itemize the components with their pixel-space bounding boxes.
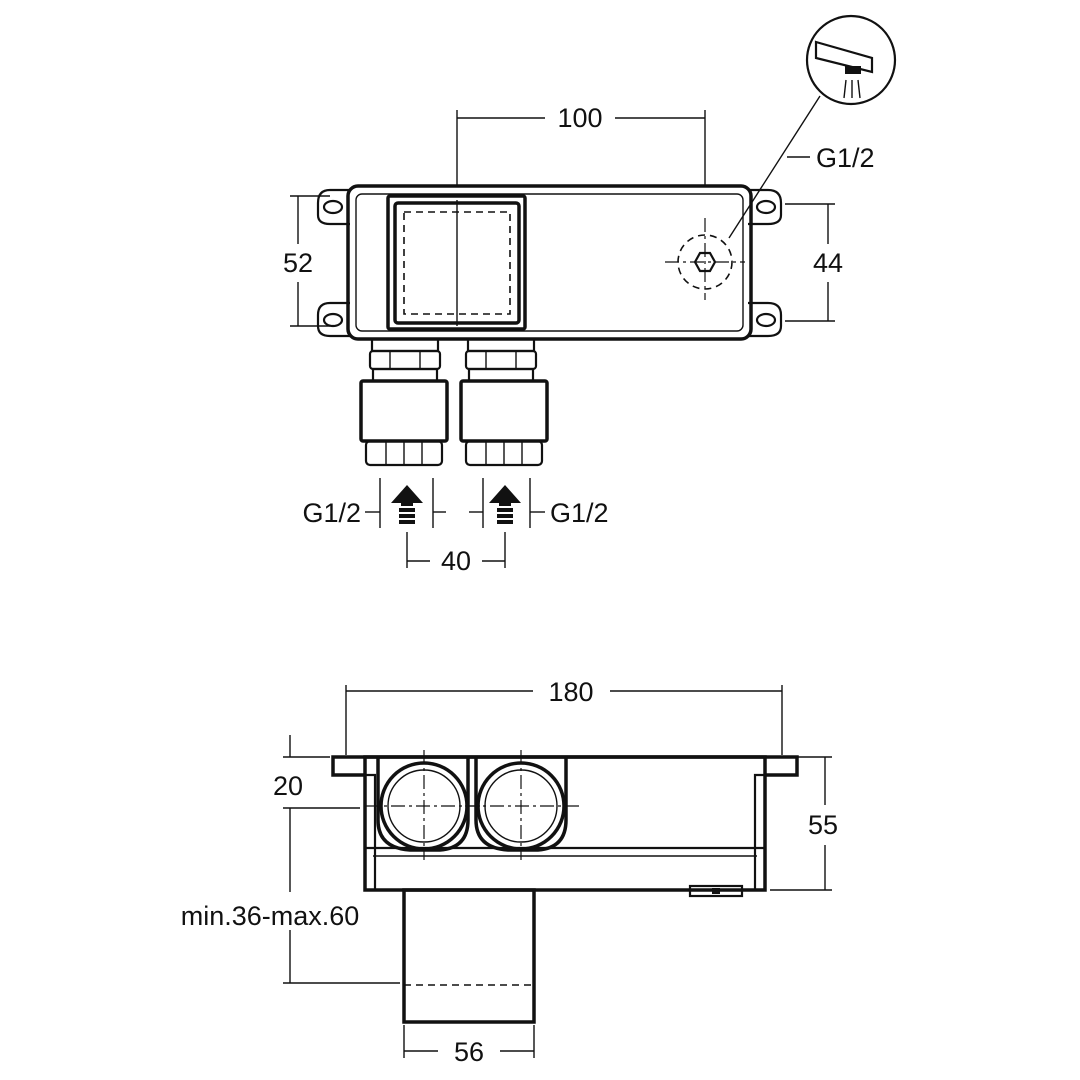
slot-bottom-left bbox=[322, 312, 344, 328]
label-inlet-thread-left: G1/2 bbox=[302, 498, 361, 528]
dim-inlet-threads: G1/2 G1/2 bbox=[302, 478, 609, 528]
side-view: 180 20 55 min.36-max.60 bbox=[181, 677, 838, 1067]
inlet-pipe-left bbox=[366, 750, 485, 860]
label-inlet-spacing: 40 bbox=[441, 546, 471, 576]
inflow-arrow-left-icon bbox=[391, 485, 423, 524]
tab-bottom-right bbox=[748, 301, 783, 338]
tab-top-left bbox=[316, 188, 350, 226]
bottom-fitting bbox=[688, 884, 744, 898]
tab-bottom-left bbox=[316, 301, 350, 338]
dim-overall-depth: 55 bbox=[770, 756, 838, 891]
label-outlet-thread: G1/2 bbox=[816, 143, 875, 173]
inlet-fitting-left bbox=[359, 337, 449, 467]
inflow-arrow-right-icon bbox=[489, 485, 521, 524]
label-top-width: 100 bbox=[557, 103, 602, 133]
inlet-pipe-right bbox=[465, 750, 580, 860]
dim-left-height: 52 bbox=[283, 195, 330, 327]
slot-top-left bbox=[322, 199, 344, 215]
dim-overall-width: 180 bbox=[345, 677, 783, 755]
flange-left bbox=[331, 755, 365, 777]
slot-bottom-right bbox=[755, 312, 777, 328]
label-inlet-thread-right: G1/2 bbox=[550, 498, 609, 528]
label-right-height: 44 bbox=[813, 248, 843, 278]
outlet-callout: G1/2 bbox=[728, 14, 897, 239]
tab-top-right bbox=[748, 188, 783, 226]
label-overall-depth: 55 bbox=[808, 810, 838, 840]
dim-right-height: 44 bbox=[785, 203, 843, 322]
label-overall-width: 180 bbox=[548, 677, 593, 707]
label-flange-offset: 20 bbox=[273, 771, 303, 801]
dim-inlet-spacing: 40 bbox=[406, 532, 506, 576]
flange-right bbox=[765, 755, 799, 777]
dim-top-width: 100 bbox=[456, 103, 706, 186]
dim-sleeve-width: 56 bbox=[403, 1025, 535, 1067]
top-view: 100 52 44 G1/2 bbox=[283, 14, 897, 576]
housing-outline bbox=[346, 184, 753, 341]
label-sleeve-width: 56 bbox=[454, 1037, 484, 1067]
label-left-height: 52 bbox=[283, 248, 313, 278]
slot-top-right bbox=[755, 199, 777, 215]
inlet-fitting-right bbox=[459, 337, 549, 467]
dim-installation-depth: min.36-max.60 bbox=[181, 901, 400, 984]
cartridge-block bbox=[386, 194, 527, 331]
label-installation-depth: min.36-max.60 bbox=[181, 901, 360, 931]
dim-flange-offset: 20 bbox=[273, 735, 360, 892]
extension-sleeve bbox=[402, 888, 536, 1024]
shower-icon bbox=[805, 14, 897, 106]
